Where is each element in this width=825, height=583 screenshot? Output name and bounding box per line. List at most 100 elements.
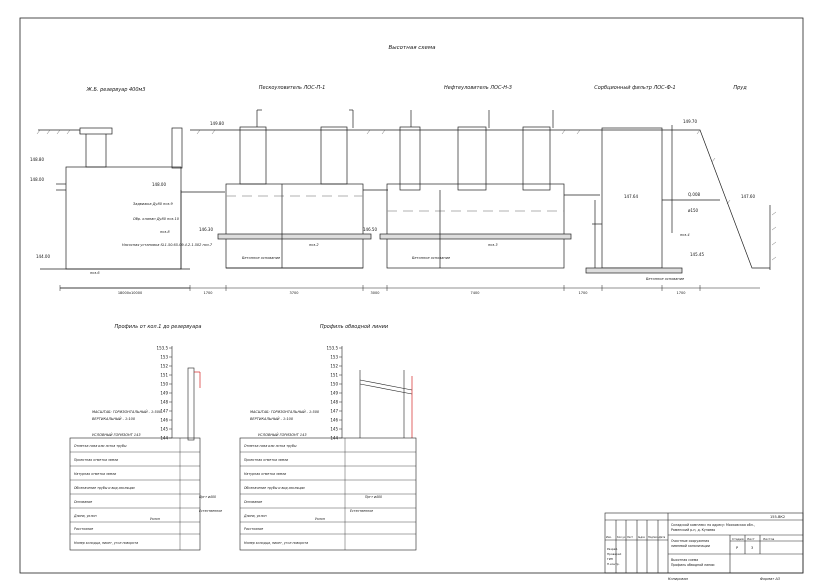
elev-146-30: 146.30 [199,227,213,232]
stamp-obj-1: Очистные сооружения [671,539,709,543]
row-left-6: Расстояние [74,527,93,531]
row-left-2: Натурная отметка земли [74,472,116,476]
elev-148-00-b: 148.00 [152,182,166,187]
scale-tick-label: 151 [160,373,168,378]
stamp-role-2: ГИП [607,557,613,561]
stamp-code: 155-ВК2 [770,515,785,519]
stamp-col-0: Изм. [606,536,612,539]
profile-right-rows [240,438,416,550]
row-left-0: Отметка низа или лотка трубы [74,444,127,448]
stamp-col-5: Дата [659,536,666,539]
stamp-obj-2: ливневой канализации [671,544,710,548]
profile-right [239,346,417,551]
note-pump: Насосная установка SL1.50.65.09.4.2.1.50… [122,243,213,247]
pipe-left: Пргт ø400 [199,495,216,499]
horizon-right: УСЛОВНЫЙ ГОРИЗОНТ 143 [258,432,307,437]
footer-format: Формат А3 [760,577,780,581]
row-right-3: Обозначение трубы и вид изоляции [244,486,305,490]
note-flow: Q.008 [688,192,701,197]
profile-right-title: Профиль обводной линии [320,324,389,330]
label-reservoir: Ж.Б. резервуар 400м3 [86,87,146,93]
elev-144-00: 144.00 [36,254,50,259]
note-pos2: поз.2 [309,243,319,247]
stamp-col-1: Кол.уч [617,536,626,539]
note-pos4: поз.4 [680,233,690,237]
label-pond: Пруд [733,85,747,91]
stamp-stage-h: Стадия [732,537,744,541]
stamp-sheet: 3 [751,546,753,550]
stamp-col-2: Лист [627,536,634,539]
row-left-4: Основание [74,500,92,504]
scale-tick-label: 149 [330,391,338,396]
row-left-5: Длина, уклон [73,514,97,518]
stamp-org-1: Складской комплекс по адресу: Московская… [671,523,755,527]
scale-tick-label: 147 [160,409,168,414]
ground-line [38,129,771,270]
slope-right: Уклон [315,517,325,521]
scale-h-left: МАСШТАБ: ГОРИЗОНТАЛЬНЫЙ - 1:500 [92,409,162,414]
scale-tick-label: 153 [330,355,338,360]
scale-tick-label: 148 [160,400,168,405]
elev-147-60: 147.60 [741,194,755,199]
scale-tick-label: 152 [160,364,168,369]
row-left-1: Проектная отметка земли [74,458,118,462]
profile-left-rows [70,438,200,550]
reservoir [40,127,225,289]
dimension-line [59,285,760,291]
scale-v-left: ВЕРТИКАЛЬНЫЙ - 1:100 [92,416,136,421]
scale-v-right: ВЕРТИКАЛЬНЫЙ - 1:100 [250,416,294,421]
scale-tick-label: 147 [330,409,338,414]
note-diam: ø150 [688,208,699,213]
elev-145-45: 145.45 [690,252,704,257]
scale-tick-label: 146 [330,418,338,423]
scale-tick-label: 153.5 [157,346,169,351]
scale-tick-label: 152 [330,364,338,369]
label-sorption-filter: Сорбционный фильтр ЛОС-Ф-1 [594,85,675,91]
row-left-7: Номер колодца, пикет, угол поворота [74,541,138,545]
note-pos3: поз.3 [488,243,498,247]
slope-left: Уклон [150,517,160,521]
label-oil-trap: Нефтеуловитель ЛОС-Н-3 [444,85,512,91]
stamp-role-0: Разраб. [607,547,618,551]
scale-tick-label: 153 [160,355,168,360]
row-left-3: Обозначение трубы и вид изоляции [74,486,135,490]
scale-tick-label: 148 [330,400,338,405]
base-right: Естественное [350,509,373,513]
scale-tick-label: 153.5 [327,346,339,351]
scale-tick-label: 151 [330,373,338,378]
note-base-2: Бетонное основание [412,256,450,260]
stamp-role-3: Н.контр. [607,562,620,566]
row-right-2: Натурная отметка земли [244,472,286,476]
elev-149-70: 149.70 [683,119,697,124]
row-right-7: Номер колодца, пикет, угол поворота [244,541,308,545]
stamp-sheet-1: Высотная схема [671,558,698,562]
scale-tick-label: 149 [160,391,168,396]
profile-left-title: Профиль от кол.1 до резервуара [115,324,202,330]
note-pos6: поз.6 [90,271,100,275]
sorption-filter [585,125,720,274]
elev-146-50: 146.50 [363,227,377,232]
profile-left [69,346,201,551]
row-right-4: Основание [244,500,262,504]
row-right-6: Расстояние [244,527,263,531]
stamp-sheet-2: Профиль обводной линии [671,563,715,567]
stamp-org-2: Раменский р-н, д. Кузяево [671,528,715,532]
sheet-frame [19,17,804,574]
stamp-stage: Р [736,546,738,550]
scale-tick-label: 146 [160,418,168,423]
dim-5: 7400 [471,291,480,295]
stamp-role-1: Проверил [607,552,622,556]
ground-hatch [36,129,777,261]
elev-149-80: 149.80 [210,121,224,126]
note-valve: Задвижка Ду80 поз.9 [133,202,173,206]
horizon-left: УСЛОВНЫЙ ГОРИЗОНТ 143 [92,432,141,437]
dim-3: 3700 [290,291,299,295]
scale-tick-label: 150 [330,382,338,387]
elev-147-64: 147.64 [624,194,638,199]
dim-6: 1700 [579,291,588,295]
label-sand-trap: Пескоуловитель ЛОС-П-1 [259,85,326,91]
elev-148-00: 148.00 [30,177,44,182]
note-base-1: Бетонное основание [242,256,280,260]
